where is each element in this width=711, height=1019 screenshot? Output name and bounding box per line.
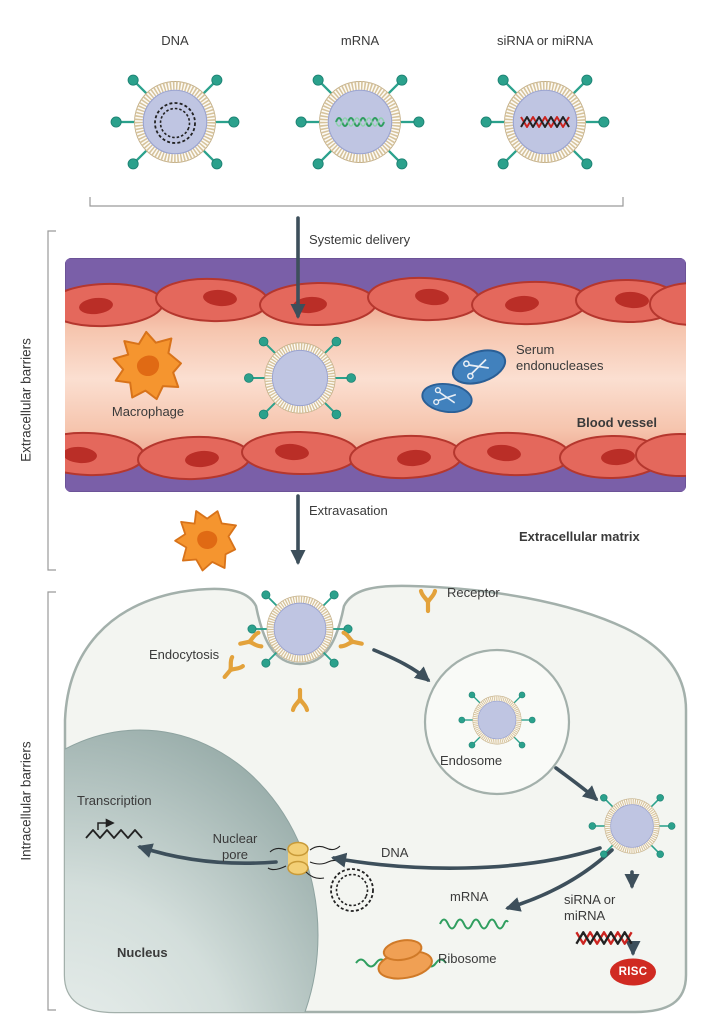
mrna-strand-icon [439,918,509,930]
systemic-delivery-label: Systemic delivery [309,232,411,247]
top-bracket [89,197,624,207]
nuclear-pore-label: Nuclear pore [212,831,258,863]
sirna-helix-icon [520,116,570,128]
dna-inner-label: DNA [381,845,409,860]
serum-endonucleases-label: Serum endonucleases [516,342,604,374]
sirna-particle-label: siRNA or miRNA [496,33,594,48]
extracellular-matrix-label: Extracellular matrix [519,529,640,544]
blood-vessel [65,258,686,492]
endosome-label: Endosome [440,753,503,768]
mrna-strand-icon [335,117,385,127]
nanoparticle-sirna [481,75,609,169]
risc-body [610,958,656,986]
macrophage-label: Macrophage [111,404,185,419]
intracellular-barriers-label: Intracellular barriers [18,741,34,861]
extracellular-bracket [47,230,56,571]
transcription-label: Transcription [77,793,152,808]
nanoparticle-dna [111,75,239,169]
sirna-inner-label: siRNA or miRNA [564,892,616,924]
nuclear-pore-icon [267,841,345,879]
endocytosis-label: Endocytosis [149,647,220,662]
intracellular-arrows [137,648,641,957]
mrna-inner-label: mRNA [450,889,489,904]
macrophage-icon [168,501,245,579]
sirna-helix-icon [575,931,633,945]
receptor-label: Receptor [447,585,500,600]
mrna-particle-label: mRNA [340,33,380,48]
extravasation-label: Extravasation [309,503,388,518]
transcription-gene-icon [85,818,143,839]
blood-vessel-label: Blood vessel [576,415,657,430]
nucleus-label: Nucleus [117,945,168,960]
ribosome-icon [377,939,433,980]
plasmid-dna-icon [154,102,196,144]
nanoparticle-mrna [296,75,424,169]
dna-particle-label: DNA [161,33,189,48]
extracellular-barriers-label: Extracellular barriers [18,338,34,462]
risc-label: RISC [618,966,648,978]
ribosome-label: Ribosome [438,951,497,966]
endothelial-nuclei [65,288,649,468]
cell [63,584,688,1014]
plasmid-dna-icon [330,868,374,912]
intracellular-bracket [47,591,56,1011]
translation-group [355,939,447,980]
nucleus-body [65,729,319,1012]
